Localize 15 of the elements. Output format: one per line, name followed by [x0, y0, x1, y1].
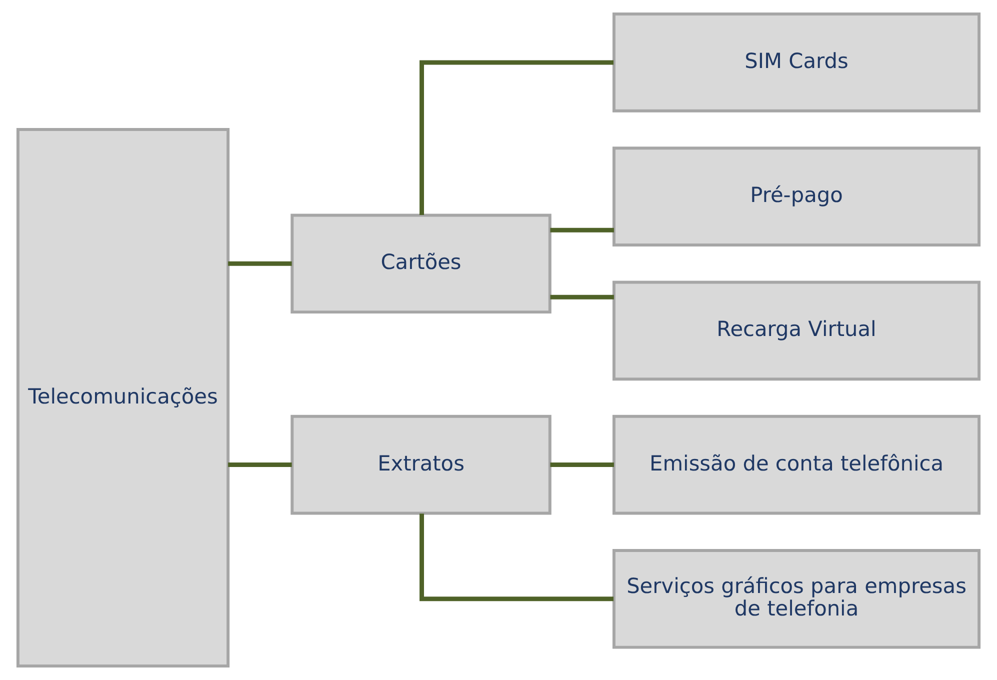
node-box: Serviços gráficos para empresas de telefonia [612, 548, 981, 649]
connector [228, 261, 292, 266]
node-box: Cartões [290, 214, 552, 314]
connector [420, 60, 614, 215]
node-box: Extratos [290, 414, 552, 515]
connector [550, 462, 614, 468]
node-box: Telecomunicações [16, 128, 230, 668]
node-box: Emissão de conta telefônica [612, 414, 981, 515]
connector [550, 228, 614, 232]
connector [550, 294, 614, 300]
node-box: Pré-pago [612, 146, 981, 246]
node-box: SIM Cards [612, 12, 981, 112]
connector [228, 462, 292, 468]
node-box: Recarga Virtual [612, 280, 981, 381]
connector [420, 514, 614, 602]
